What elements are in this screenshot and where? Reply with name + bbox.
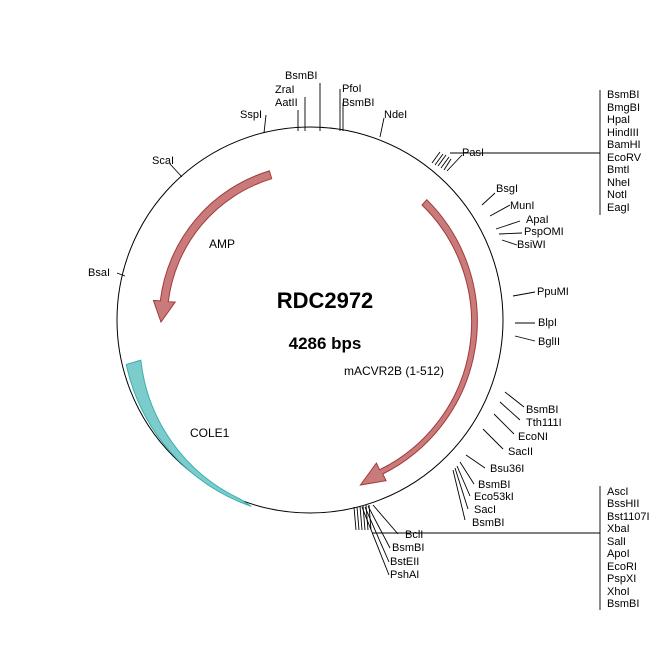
leader-bsmbi-b (367, 505, 391, 549)
site-label: SacI (474, 504, 496, 516)
leader-bsmbi-r3 (452, 469, 466, 521)
leader-ppumi (512, 291, 536, 297)
leader-bsgi (481, 192, 496, 206)
site-label: BmtI (607, 164, 630, 176)
leader-pasi (446, 154, 463, 172)
leader-bcli (372, 504, 399, 535)
macvr2b-arrow (359, 198, 478, 486)
site-label: BsmBI (392, 542, 424, 554)
leader-saci (454, 467, 469, 510)
site-label: EagI (607, 202, 630, 214)
site-label: BsgI (496, 183, 518, 195)
site-label: HpaI (607, 114, 630, 126)
site-label: BmgBI (607, 102, 640, 114)
plasmid-size: 4286 bps (289, 334, 362, 353)
site-label: BsiWI (517, 239, 546, 251)
amp-label: AMP (209, 237, 235, 251)
leader-ndei (379, 117, 385, 138)
site-label: NotI (607, 189, 627, 201)
site-label: SacII (508, 446, 533, 458)
leader-bsiwi (501, 239, 518, 246)
leader-pshai (361, 506, 390, 576)
leader-bsmbi-r2 (459, 461, 475, 485)
leader-bsteii (364, 506, 390, 563)
leader-scai (169, 163, 183, 178)
site-label: BclI (405, 529, 423, 541)
site-label: Eco53kI (474, 491, 514, 503)
site-label: BglII (538, 336, 560, 348)
leader-bglii (514, 335, 536, 342)
site-label: NheI (607, 177, 630, 189)
site-label: ApaI (526, 214, 549, 226)
site-label: PspXI (607, 573, 636, 585)
site-label: BsmBI (342, 97, 374, 109)
leader-pspomi (498, 232, 523, 235)
site-label: BstEII (390, 556, 419, 568)
cole1-feature (125, 359, 252, 507)
site-label: BssHII (607, 498, 639, 510)
leader-tth111i (499, 401, 521, 421)
site-label: XbaI (607, 523, 630, 535)
site-label: BsmBI (607, 598, 639, 610)
site-label: PshAI (390, 569, 419, 581)
macvr2b-label: mACVR2B (1-512) (344, 364, 444, 378)
leader-eco53ki (456, 465, 471, 497)
site-label: SalI (607, 536, 626, 548)
site-label: BsmBI (607, 89, 639, 101)
site-label: PspOMI (524, 226, 564, 238)
site-label: BsmBI (285, 70, 317, 82)
leader-econi (493, 413, 515, 435)
site-label: PfoI (342, 83, 362, 95)
mcs-upper-ticks (431, 151, 452, 171)
site-label: HindIII (607, 127, 639, 139)
site-label: SspI (240, 109, 262, 121)
site-label: PpuMI (537, 286, 569, 298)
site-label: ApoI (607, 548, 630, 560)
mcs-upper-list: BsmBI BmgBI HpaI HindIII BamHI EcoRV Bmt… (607, 89, 642, 214)
site-label: BsmBI (472, 517, 504, 529)
site-label: BamHI (607, 139, 641, 151)
leader-bsmbi-r1 (504, 391, 525, 408)
site-label: BsmBI (478, 479, 510, 491)
site-label: BlpI (538, 317, 557, 329)
leader-bsai (116, 272, 126, 277)
site-label: EcoRV (607, 152, 642, 164)
site-label: NdeI (384, 109, 407, 121)
site-label: BsmBI (526, 404, 558, 416)
site-label: XhoI (607, 586, 630, 598)
plasmid-backbone (116, 126, 504, 514)
site-label: BsaI (88, 267, 110, 279)
site-label: Bst1107I (607, 511, 650, 523)
leader-sspi (263, 114, 267, 134)
amp-arrow (152, 170, 273, 324)
leader-apai (495, 220, 521, 230)
site-label: EcoNI (518, 431, 548, 443)
cole1-label: COLE1 (190, 426, 230, 440)
site-label: AscI (607, 486, 628, 498)
site-label: AatII (275, 97, 298, 109)
plasmid-name: RDC2972 (277, 288, 374, 313)
mcs-lower-list: AscI BssHII Bst1107I XbaI SalI ApoI EcoR… (607, 486, 650, 610)
site-label: EcoRI (607, 561, 637, 573)
site-label: ZraI (275, 84, 295, 96)
leader-muni (489, 204, 511, 217)
site-label: Tth111I (526, 417, 562, 429)
leader-sacii (482, 428, 504, 450)
leader-bsu36i (465, 454, 486, 469)
site-label: ScaI (152, 155, 174, 167)
site-label: MunI (510, 200, 534, 212)
site-label: Bsu36I (490, 463, 524, 475)
